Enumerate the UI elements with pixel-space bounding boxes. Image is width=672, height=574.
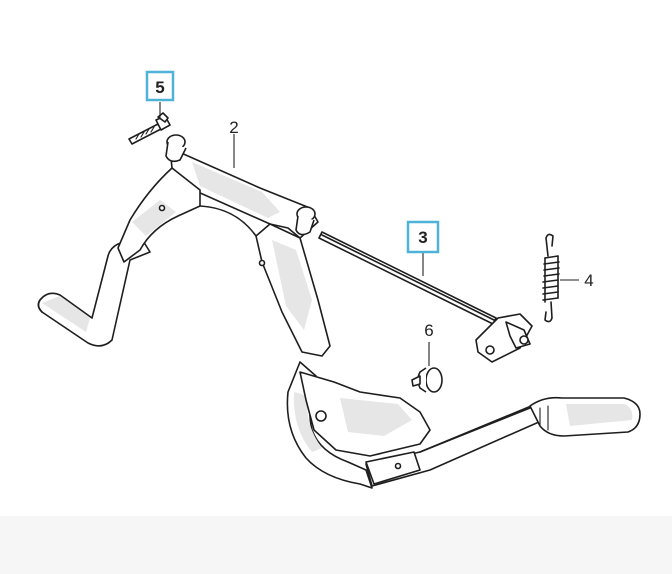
bottom-strip — [0, 516, 672, 574]
part-2-main-stand — [37, 134, 641, 489]
callout-5: 5 — [145, 70, 175, 102]
callout-4: 4 — [584, 271, 593, 290]
callout-label-2: 2 — [229, 118, 238, 137]
callout-label-3: 3 — [418, 228, 427, 247]
callout-box-3 — [406, 220, 440, 254]
callout-box-5 — [145, 70, 175, 102]
callout-6: 6 — [424, 321, 433, 340]
part-5-bolt — [128, 112, 171, 145]
callout-label-4: 4 — [584, 271, 593, 290]
part-4-spring — [542, 233, 560, 323]
callout-3: 3 — [406, 220, 440, 254]
part-6-pin — [411, 367, 443, 393]
callout-label-5: 5 — [155, 78, 164, 97]
callouts: 5 2 3 4 6 — [145, 70, 594, 340]
callout-2: 2 — [229, 118, 238, 137]
callout-label-6: 6 — [424, 321, 433, 340]
part-3-shaft — [318, 231, 533, 363]
